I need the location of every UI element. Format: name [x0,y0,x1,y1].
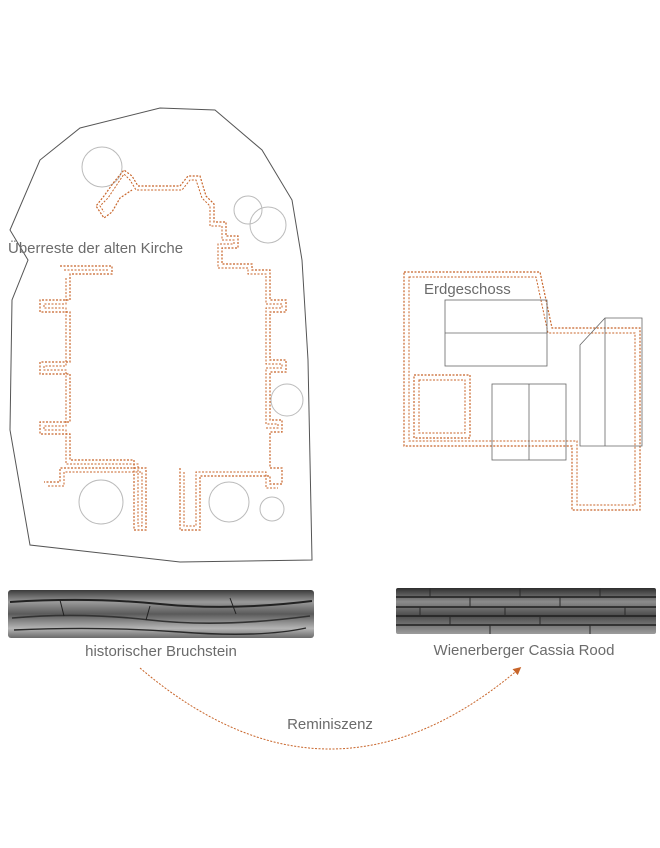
tree-icon [249,206,287,244]
ground-floor-label: Erdgeschoss [424,281,511,298]
floor-outline-outer [403,271,641,511]
old-church-plan: Überreste der alten Kirche [8,107,313,563]
floor-rooms [444,299,643,461]
cassia-rood-label: Wienerberger Cassia Rood [434,642,615,659]
floor-outline-inner [408,276,636,506]
foundation-inner [43,173,283,527]
stair-block-inner [418,379,466,434]
tree-icon [259,496,285,522]
reminiscence-label: Reminiszenz [287,716,373,733]
ruins-label: Überreste der alten Kirche [8,239,183,257]
historic-stone-texture [8,590,314,638]
floor-outline [403,271,641,511]
church-foundation [39,169,287,531]
site-boundary [9,107,313,563]
tree-icon [270,383,304,417]
tree-icon [78,479,124,525]
tree-icons [78,146,304,525]
historic-stone-label: historischer Bruchstein [85,643,237,660]
arrow-label-bg [282,712,378,734]
tree-icon [233,195,263,225]
wing-east [579,317,643,447]
ground-floor-plan: Erdgeschoss [403,271,643,511]
cassia-rood-texture [396,588,656,634]
tree-icon [208,481,250,523]
reminiscence-arrow [139,666,522,750]
tree-icon [81,146,123,188]
foundation-outer [39,169,287,531]
stair-block-outer [413,374,471,439]
